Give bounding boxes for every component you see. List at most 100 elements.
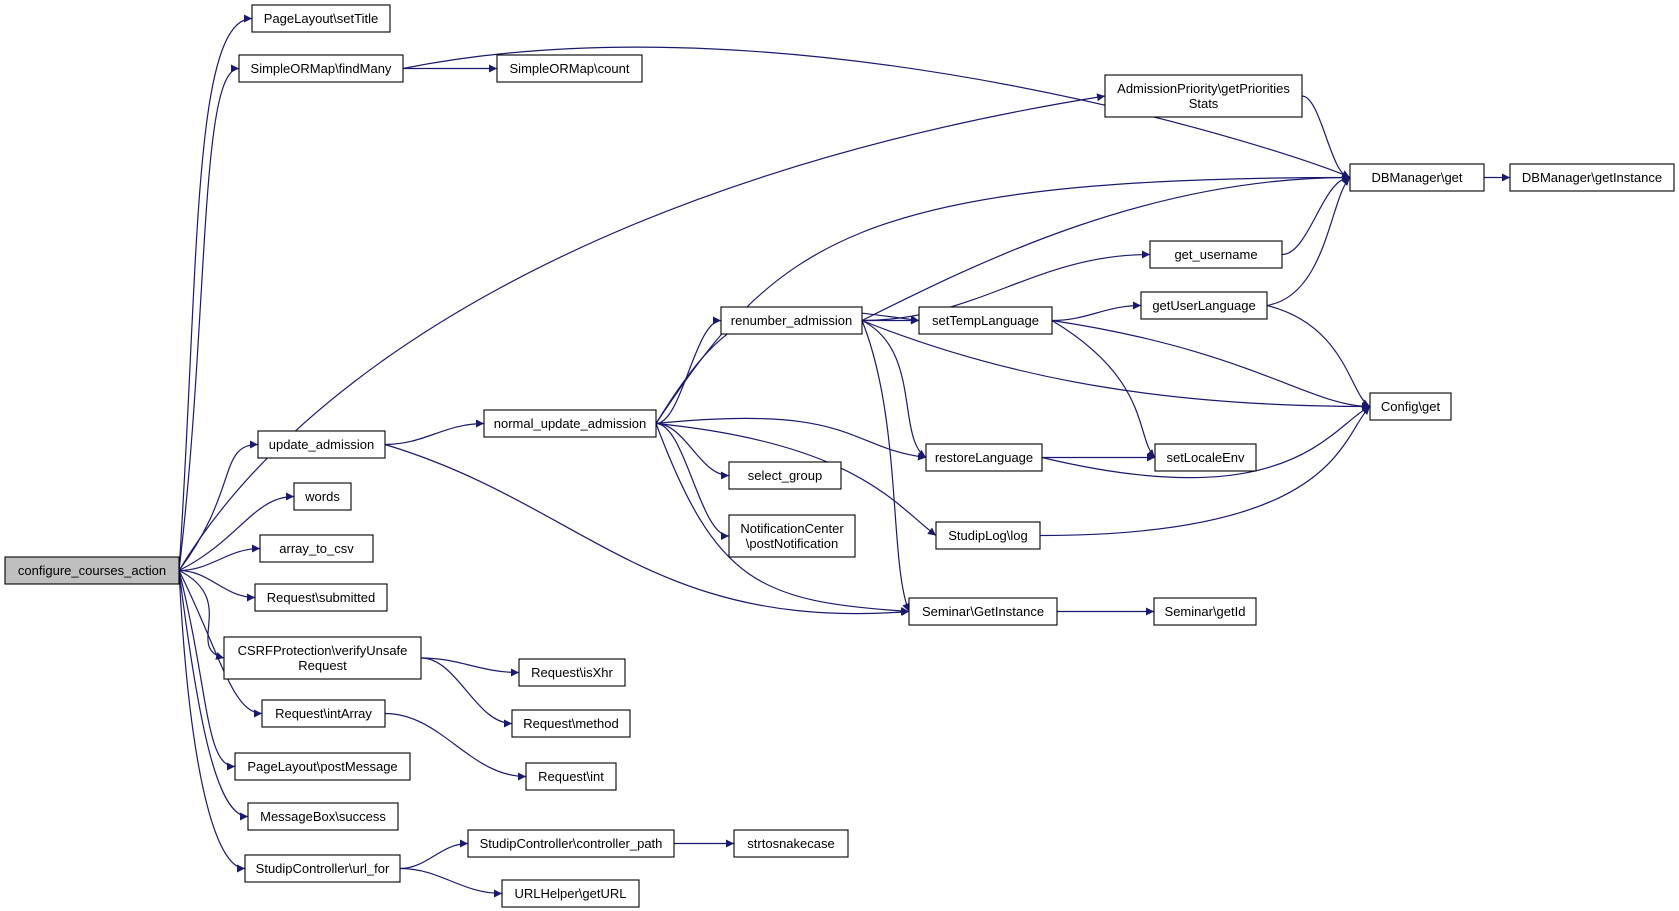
node-pl-settitle[interactable]: PageLayout\setTitle [251, 4, 391, 33]
edge-csrf-to-req-method [420, 657, 513, 728]
node-label: StudipLog\log [948, 528, 1028, 543]
node-box [918, 306, 1053, 335]
node-restorelang[interactable]: restoreLanguage [925, 443, 1043, 472]
node-label: configure_courses_action [18, 563, 166, 578]
edge-root-to-sorm-findmany [178, 64, 240, 571]
node-box [1369, 392, 1452, 421]
node-req-method[interactable]: Request\method [511, 709, 631, 738]
node-box [525, 762, 617, 791]
node-label: setTempLanguage [932, 313, 1039, 328]
edge-renumber-to-get-username [861, 250, 1151, 322]
node-box [1509, 163, 1675, 192]
node-box [238, 54, 404, 83]
node-urlhelper[interactable]: URLHelper\getURL [501, 879, 640, 908]
edge-getuserlang-to-db-get [1266, 177, 1351, 307]
node-strtosnake[interactable]: strtosnakecase [733, 829, 849, 858]
node-box [1349, 163, 1485, 192]
node-sem-getid[interactable]: Seminar\getId [1153, 597, 1257, 626]
node-studiplog[interactable]: StudipLog\log [935, 521, 1041, 550]
node-sorm-findmany[interactable]: SimpleORMap\findMany [238, 54, 404, 83]
edge-csrf-to-req-isxhr [420, 657, 520, 677]
edge-ap-stats-to-db-get [1301, 95, 1351, 182]
node-box [728, 514, 856, 558]
edge-renumber-to-config-get [861, 319, 1371, 411]
node-box [4, 556, 180, 585]
node-settemplang[interactable]: setTempLanguage [918, 306, 1053, 335]
node-label: restoreLanguage [935, 450, 1033, 465]
edge-sc-urlfor-to-urlhelper [399, 867, 503, 898]
edge-getuserlang-to-config-get [1266, 304, 1371, 408]
node-req-int[interactable]: Request\int [525, 762, 617, 791]
node-label: Stats [1189, 96, 1219, 111]
edge-root-to-mb-success [178, 570, 249, 821]
node-label: PageLayout\setTitle [264, 11, 378, 26]
node-label: URLHelper\getURL [515, 886, 627, 901]
edge-update-adm-to-normal-update [384, 419, 485, 446]
node-pl-postmsg[interactable]: PageLayout\postMessage [234, 752, 411, 781]
node-sc-ctrlpath[interactable]: StudipController\controller_path [467, 829, 675, 858]
edge-settemplang-to-setlocale [1051, 319, 1156, 458]
node-label: update_admission [269, 437, 375, 452]
node-label: CSRFProtection\verifyUnsafe [238, 643, 408, 658]
node-renumber[interactable]: renumber_admission [720, 306, 863, 335]
edge-renumber-to-db-get [861, 173, 1351, 322]
node-box [935, 521, 1041, 550]
node-label: \postNotification [746, 536, 839, 551]
edge-get-username-to-db-get [1281, 173, 1351, 256]
node-label: Request [298, 658, 347, 673]
node-sc-urlfor[interactable]: StudipController\url_for [244, 854, 401, 883]
node-setlocale[interactable]: setLocaleEnv [1154, 443, 1257, 472]
node-notif[interactable]: NotificationCenter\postNotification [728, 514, 856, 558]
node-sem-getinstance[interactable]: Seminar\GetInstance [908, 597, 1058, 626]
edge-normal-update-to-sem-getinstance [655, 423, 910, 615]
edge-settemplang-to-getuserlang [1051, 301, 1142, 322]
node-get-username[interactable]: get_username [1149, 240, 1283, 269]
node-box [254, 583, 388, 612]
node-label: Request\int [538, 769, 604, 784]
node-label: getUserLanguage [1152, 298, 1255, 313]
node-update-adm[interactable]: update_admission [257, 430, 386, 459]
node-db-getinstance[interactable]: DBManager\getInstance [1509, 163, 1675, 192]
edge-root-to-req-submitted [178, 569, 256, 602]
edge-normal-update-to-restorelang [655, 417, 927, 461]
node-label: strtosnakecase [747, 836, 834, 851]
node-label: DBManager\get [1371, 170, 1462, 185]
nodes-layer: configure_courses_action PageLayout\setTi… [4, 4, 1675, 908]
node-req-intarray[interactable]: Request\intArray [261, 699, 386, 728]
node-box [467, 829, 675, 858]
node-box [511, 709, 631, 738]
node-words[interactable]: words [293, 482, 352, 511]
node-normal-update[interactable]: normal_update_admission [483, 409, 657, 438]
node-label: PageLayout\postMessage [247, 759, 397, 774]
edge-renumber-to-restorelang [861, 319, 927, 458]
node-root[interactable]: configure_courses_action [4, 556, 180, 585]
node-label: Request\intArray [275, 706, 372, 721]
node-box [259, 534, 374, 563]
node-mb-success[interactable]: MessageBox\success [247, 802, 399, 831]
node-box [908, 597, 1058, 626]
node-req-submitted[interactable]: Request\submitted [254, 583, 388, 612]
node-req-isxhr[interactable]: Request\isXhr [518, 658, 626, 687]
node-label: setLocaleEnv [1166, 450, 1245, 465]
node-box [293, 482, 352, 511]
node-label: SimpleORMap\findMany [251, 61, 392, 76]
node-box [518, 658, 626, 687]
edge-restorelang-to-config-get [1041, 405, 1371, 479]
node-getuserlang[interactable]: getUserLanguage [1140, 291, 1268, 320]
edge-req-intarray-to-req-int [384, 712, 527, 781]
node-label: NotificationCenter [740, 521, 844, 536]
edge-sc-urlfor-to-sc-ctrlpath [399, 839, 469, 870]
edge-studiplog-to-config-get [1039, 406, 1371, 537]
node-sorm-count[interactable]: SimpleORMap\count [496, 54, 643, 83]
node-array-to-csv[interactable]: array_to_csv [259, 534, 374, 563]
node-config-get[interactable]: Config\get [1369, 392, 1452, 421]
node-box [496, 54, 643, 83]
node-box [234, 752, 411, 781]
node-label: SimpleORMap\count [510, 61, 630, 76]
edge-root-to-array-to-csv [178, 544, 261, 572]
node-db-get[interactable]: DBManager\get [1349, 163, 1485, 192]
node-box [1154, 443, 1257, 472]
node-select-group[interactable]: select_group [728, 461, 842, 490]
